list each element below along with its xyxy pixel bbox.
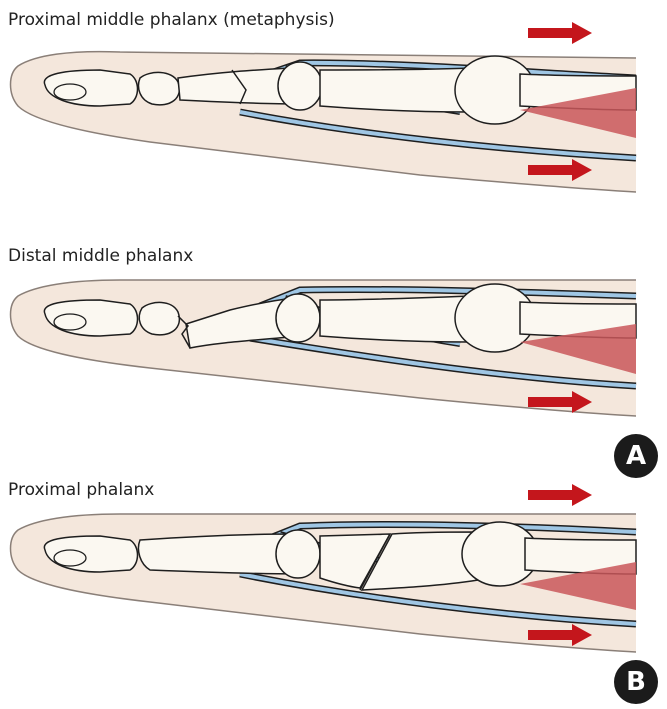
proximal-phalanx — [320, 68, 470, 112]
panel-proximal: Proximal phalanx — [0, 474, 667, 709]
pull-arrow-dorsal — [528, 484, 592, 506]
panel-badge-b: B — [614, 660, 658, 704]
panel-badge-a: A — [614, 434, 658, 478]
finger-diagram — [0, 474, 667, 709]
panel-proximal-middle: Proximal middle phalanx (metaphysis) — [0, 0, 667, 200]
middle-phalanx-fragment — [139, 302, 179, 334]
middle-phalanx-fragment — [139, 72, 180, 104]
finger-diagram — [0, 238, 667, 438]
finger-diagram — [0, 0, 667, 200]
panel-distal-middle: Distal middle phalanx — [0, 238, 667, 438]
proximal-phalanx — [320, 296, 470, 342]
middle-phalanx — [138, 534, 298, 574]
pull-arrow-dorsal — [528, 22, 592, 44]
